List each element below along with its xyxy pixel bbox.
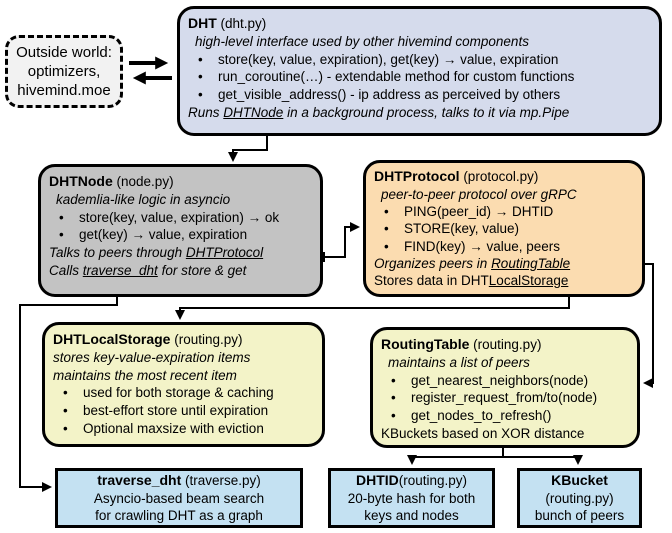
dhtnode-footer2-pre: Calls [49,263,83,279]
arrow-dht-to-dhtnode [228,135,268,162]
traverse-box: traverse_dht (traverse.py) Asyncio-based… [55,468,303,528]
traverse-title-line: traverse_dht (traverse.py) [62,472,296,490]
dhtprotocol-bullet: PING(peer_id) → DHTID [374,203,634,221]
dhtnode-footer-2: Calls traverse_dht for store & get [49,262,312,280]
dhtprotocol-footer-2: Stores data in DHTLocalStorage [374,272,634,289]
dhtprotocol-footer1-link: RoutingTable [491,255,571,271]
localstorage-bullet: Optional maxsize with eviction [53,420,314,438]
dhtnode-bullet: get(key) → value, expiration [49,226,312,244]
dht-title: DHT [188,15,217,31]
dhtnode-bullet: store(key, value, expiration) → ok [49,209,312,227]
arrow-dhtprotocol-to-localstorage [175,296,570,320]
dht-footer: Runs DHTNode in a background process, ta… [188,104,651,122]
dhtid-title-line: DHTID(routing.py) [335,472,488,490]
localstorage-file: (routing.py) [170,332,243,347]
dhtnode-footer1-link: DHTProtocol [185,245,264,261]
localstorage-bullet: used for both storage & caching [53,384,314,402]
arrow-dhtnode-to-dhtprotocol [323,227,357,262]
kbucket-line: bunch of peers [534,507,625,523]
dhtprotocol-box: DHTProtocol (protocol.py) peer-to-peer p… [363,160,645,297]
dht-footer-link: DHTNode [223,105,284,121]
dhtid-file: (routing.py) [398,472,468,488]
dht-title-line: DHT (dht.py) [188,14,651,33]
dhtprotocol-footer1-pre: Organizes peers in [374,255,492,271]
dhtnode-footer2-link: traverse_dht [82,263,158,279]
routingtable-box: RoutingTable (routing.py) maintains a li… [370,327,640,448]
traverse-title: traverse_dht [97,471,182,488]
routingtable-title: RoutingTable [381,336,470,352]
dht-box: DHT (dht.py) high-level interface used b… [177,6,662,136]
dht-footer-pre: Runs [188,105,224,121]
localstorage-box: DHTLocalStorage (routing.py) stores key-… [42,322,325,447]
dhtprotocol-footer2-pre: Stores data in DHT [374,273,489,289]
dhtnode-title: DHTNode [49,173,113,189]
dhtid-box: DHTID(routing.py) 20-byte hash for both … [328,468,495,528]
dhtid-title: DHTID [355,471,399,488]
routingtable-title-line: RoutingTable (routing.py) [381,335,629,354]
dhtnode-title-line: DHTNode (node.py) [49,172,312,191]
dhtprotocol-bullet: STORE(key, value) [374,220,634,238]
routingtable-bullet: register_request_from/to(node) [381,389,629,407]
outside-world-line: Outside world: [16,43,112,61]
dht-bullet: run_coroutine(…) - extendable method for… [188,68,651,86]
routingtable-bullet-list: get_nearest_neighbors(node) register_req… [381,372,629,425]
dhtnode-footer2-post: for store & get [157,263,247,279]
dhtprotocol-footer2-link: LocalStorage [488,273,569,289]
arrow-routingtable-to-kbucket [503,455,583,465]
dht-bullet: get_visible_address() - ip address as pe… [188,86,651,104]
traverse-file: (traverse.py) [181,472,261,488]
dhtnode-file: (node.py) [112,174,174,189]
dhtid-line: keys and nodes [364,507,459,523]
traverse-line: Asyncio-based beam search [93,490,265,506]
dht-subtitle: high-level interface used by other hivem… [195,33,529,49]
dhtprotocol-title: DHTProtocol [374,168,460,184]
kbucket-title-line: KBucket [524,472,635,490]
dhtnode-subtitle: kademlia-like logic in asyncio [56,191,231,207]
dhtprotocol-bullet-list: PING(peer_id) → DHTID STORE(key, value) … [374,203,634,255]
dhtnode-footer1-pre: Talks to peers through [49,245,186,261]
dht-bullet-list: store(key, value, expiration), get(key) … [188,51,651,104]
dhtprotocol-title-line: DHTProtocol (protocol.py) [374,168,634,186]
kbucket-box: KBucket (routing.py) bunch of peers [517,468,642,528]
dhtid-line: 20-byte hash for both [347,490,476,506]
dht-footer-post: in a background process, talks to it via… [283,105,570,121]
localstorage-bullet-list: used for both storage & caching best-eff… [53,384,314,437]
dhtprotocol-footer-1: Organizes peers in RoutingTable [374,255,634,272]
kbucket-file: (routing.py) [545,490,614,506]
dhtnode-box: DHTNode (node.py) kademlia-like logic in… [38,164,323,297]
dhtprotocol-subtitle: peer-to-peer protocol over gRPC [381,186,577,202]
kbucket-title: KBucket [551,471,608,488]
dhtprotocol-file: (protocol.py) [459,169,539,184]
localstorage-bullet: best-effort store until expiration [53,402,314,420]
dhtnode-footer-1: Talks to peers through DHTProtocol [49,244,312,262]
outside-world-line: optimizers, [27,62,101,80]
routingtable-bullet: get_nearest_neighbors(node) [381,372,629,390]
outside-world-line: hivemind.moe [17,82,111,100]
routingtable-file: (routing.py) [469,337,542,352]
localstorage-title-line: DHTLocalStorage (routing.py) [53,330,314,349]
localstorage-title: DHTLocalStorage [53,331,171,347]
routingtable-footer: KBuckets based on XOR distance [381,426,585,442]
dht-bullet: store(key, value, expiration), get(key) … [188,51,651,69]
routingtable-bullet: get_nodes_to_refresh() [381,407,629,425]
dht-file: (dht.py) [216,16,267,31]
dhtprotocol-bullet: FIND(key) → value, peers [374,238,634,256]
outside-world-box: Outside world: optimizers, hivemind.moe [5,35,123,108]
localstorage-subtitle: maintains the most recent item [53,367,237,383]
localstorage-subtitle: stores key-value-expiration items [53,349,251,365]
arrow-routingtable-to-dhtid [407,448,504,465]
dhtnode-bullet-list: store(key, value, expiration) → ok get(k… [49,209,312,245]
routingtable-subtitle: maintains a list of peers [388,354,530,370]
traverse-line: for crawling DHT as a graph [95,507,263,523]
